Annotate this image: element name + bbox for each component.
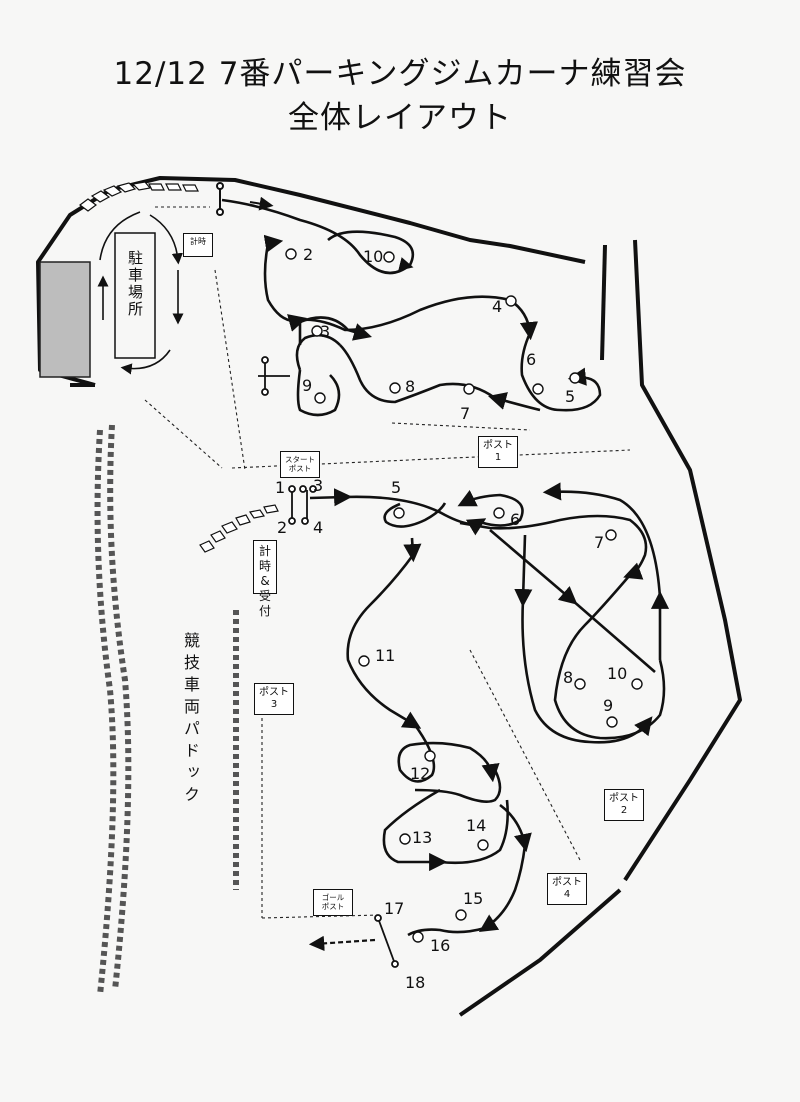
lower-pylon-label: 10 [607, 664, 628, 683]
upper-course-path [221, 198, 602, 417]
goal-post-label-1: ゴール [321, 893, 345, 902]
start-post-label-1: スタート [285, 455, 315, 464]
post-2-number: 2 [620, 805, 628, 816]
parking-area [114, 232, 156, 359]
lower-gate-label: 4 [313, 518, 324, 537]
waiting-cars-upper [79, 181, 199, 212]
upper-pylon-label: 6 [526, 350, 537, 369]
timing-box-top: 計時 [183, 233, 213, 257]
lower-pylon-label: 17 [384, 899, 405, 918]
lower-pylon-label: 6 [510, 510, 521, 529]
upper-pylon-label: 10 [363, 247, 384, 266]
lower-pylon-label: 16 [430, 936, 451, 955]
upper-pylons [285, 248, 581, 404]
timing-box-top-label: 計時 [190, 237, 206, 246]
upper-finish-gate [258, 356, 290, 396]
upper-pylon-label: 5 [565, 387, 576, 406]
goal-post-box: ゴール ポスト [313, 889, 353, 916]
parking-label-box: 駐車場所 [118, 240, 152, 350]
lower-pylon-label: 15 [463, 889, 484, 908]
upper-pylon-label: 7 [460, 404, 471, 423]
lower-waiting-cars [199, 504, 279, 553]
post-3-label: ポスト [259, 687, 289, 698]
post-4-number: 4 [563, 889, 571, 900]
lower-start-gates [288, 485, 317, 525]
lower-pylon-label: 11 [375, 646, 396, 665]
post-2-box: ポスト 2 [604, 789, 644, 821]
post-4-box: ポスト 4 [547, 873, 587, 905]
lower-finish-gate [374, 914, 399, 968]
upper-pylon-label: 9 [302, 376, 313, 395]
lower-pylon-label: 14 [466, 816, 487, 835]
post-1-label: ポスト [483, 440, 513, 451]
lower-course-path [309, 482, 670, 937]
lower-gate-label: 3 [313, 476, 324, 495]
lower-pylon-label: 9 [603, 696, 614, 715]
building [39, 261, 91, 378]
post-1-number: 1 [494, 452, 502, 463]
paddock-label: 競技車両パドック [181, 632, 200, 808]
goal-post-label-2: ポスト [321, 902, 345, 911]
start-post-label-2: ポスト [288, 464, 312, 473]
site-boundary [36, 176, 742, 1017]
lower-pylon-label: 12 [410, 764, 431, 783]
post-2-label: ポスト [609, 793, 639, 804]
timing-reception-box: 計時 & 受付 [253, 540, 277, 618]
lower-pylons [358, 507, 643, 943]
lower-gate-label: 1 [275, 478, 286, 497]
timing-reception-label-2: & [260, 574, 270, 588]
lower-gate-label: 2 [277, 518, 288, 537]
page-subtitle: 全体レイアウト [288, 100, 512, 136]
lower-pylon-label: 5 [391, 478, 402, 497]
timing-reception-label-3: 受付 [258, 589, 271, 618]
lower-pylon-label: 13 [412, 828, 433, 847]
lower-pylon-label: 8 [563, 668, 574, 687]
upper-pylon-label: 3 [320, 322, 331, 341]
zone-dividers [144, 206, 631, 919]
exit-arrow [308, 935, 376, 952]
timing-reception-label-1: 計時 [258, 544, 271, 573]
post-3-number: 3 [270, 699, 278, 710]
parking-flow-arrows [97, 211, 184, 375]
start-post-box: スタート ポスト [280, 451, 320, 478]
post-1-box: ポスト 1 [478, 436, 518, 468]
post-4-label: ポスト [552, 877, 582, 888]
paddock-barrier-left [94, 424, 132, 996]
page-title: 12/12 7番パーキングジムカーナ練習会 [113, 56, 687, 92]
lower-pylon-label: 7 [594, 533, 605, 552]
post-3-box: ポスト 3 [254, 683, 294, 715]
lower-pylon-label: 18 [405, 973, 426, 992]
upper-pylon-label: 4 [492, 297, 503, 316]
upper-start-gate [216, 182, 224, 216]
upper-pylon-label: 2 [303, 245, 314, 264]
parking-label: 駐車場所 [126, 250, 144, 318]
upper-pylon-label: 8 [405, 377, 416, 396]
